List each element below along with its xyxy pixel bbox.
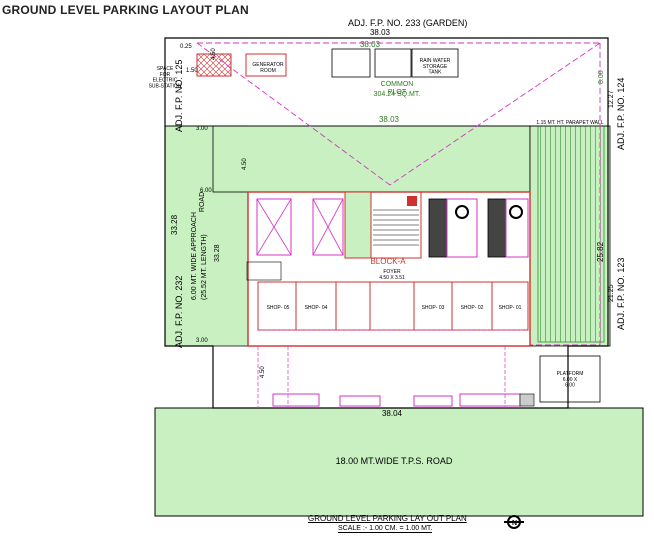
svg-text:0.25: 0.25 [180, 44, 192, 50]
right-top-dim: 8.00 [598, 70, 605, 84]
parapet-label: 1.15 MT. HT. PARAPET WALL [536, 120, 603, 126]
green-width: 38.03 [379, 115, 400, 124]
common-area-label: 304.24 SQ.MT. [374, 91, 421, 98]
building-block-a [247, 191, 531, 347]
adj-top-label: ADJ. F.P. NO. 233 (GARDEN) [348, 18, 467, 28]
svg-text:N: N [512, 520, 517, 527]
svg-text:1.50: 1.50 [186, 68, 198, 74]
drawing-caption: GROUND LEVEL PARKING LAY OUT PLAN SCALE … [308, 514, 467, 533]
road-band [154, 407, 644, 517]
adj-right-upper: ADJ. F.P. NO. 124 [616, 78, 626, 150]
svg-text:6.00: 6.00 [200, 188, 212, 194]
rain-tank-box [411, 48, 459, 78]
green-margin-top [212, 125, 531, 193]
svg-text:4.50: 4.50 [260, 366, 266, 378]
hatched-wall-area [537, 125, 605, 343]
approach-length: (25.52 MT. LENGTH) [201, 234, 208, 300]
svg-text:4.50: 4.50 [242, 158, 248, 170]
shop-03: SHOP- 03 [422, 305, 445, 311]
top-width: 38.03 [370, 28, 391, 37]
block-label: BLOCK-A [370, 257, 406, 266]
svg-text:3.00: 3.00 [196, 126, 208, 132]
right-depth: 25.82 [596, 241, 605, 262]
caption-main: GROUND LEVEL PARKING LAY OUT PLAN [308, 514, 467, 523]
north-arrow-icon: N [504, 515, 524, 529]
inner-width: 38.03 [360, 40, 381, 49]
svg-text:3.00: 3.00 [196, 338, 208, 344]
shop-01: SHOP- 01 [499, 305, 522, 311]
right-lower-dim: 21.25 [608, 284, 615, 302]
shop-05: SHOP- 05 [267, 305, 290, 311]
generator-room [245, 53, 287, 77]
bottom-width: 38.04 [382, 409, 403, 418]
drawing-labels: ADJ. F.P. NO. 233 (GARDEN) 38.03 38.03 C… [149, 18, 626, 466]
left-depth: 33.28 [170, 214, 179, 235]
page-title: GROUND LEVEL PARKING LAYOUT PLAN [2, 3, 249, 17]
right-upper-dim: 12.27 [608, 90, 615, 108]
tank-box [374, 48, 412, 78]
approach-road: 6.00 MT. WIDE APPROACHROAD [191, 192, 206, 300]
caption-scale: SCALE :- 1.00 CM. = 1.00 MT. [338, 525, 433, 533]
shop-02: SHOP- 02 [461, 305, 484, 311]
plot-boundary [164, 37, 609, 409]
road-label: 18.00 MT.WIDE T.P.S. ROAD [336, 456, 453, 466]
platform [539, 355, 601, 403]
safety-box [331, 48, 371, 78]
adj-left-lower: ADJ. F.P. NO. 232 [174, 276, 184, 348]
adj-left-upper: ADJ. F.P. NO. 125 [174, 60, 184, 132]
shop-04: SHOP- 04 [305, 305, 328, 311]
left-setback: 33.28 [214, 244, 221, 262]
svg-text:4.50: 4.50 [211, 48, 217, 60]
electric-substation [196, 53, 232, 77]
adj-right-lower: ADJ. F.P. NO. 123 [616, 258, 626, 330]
